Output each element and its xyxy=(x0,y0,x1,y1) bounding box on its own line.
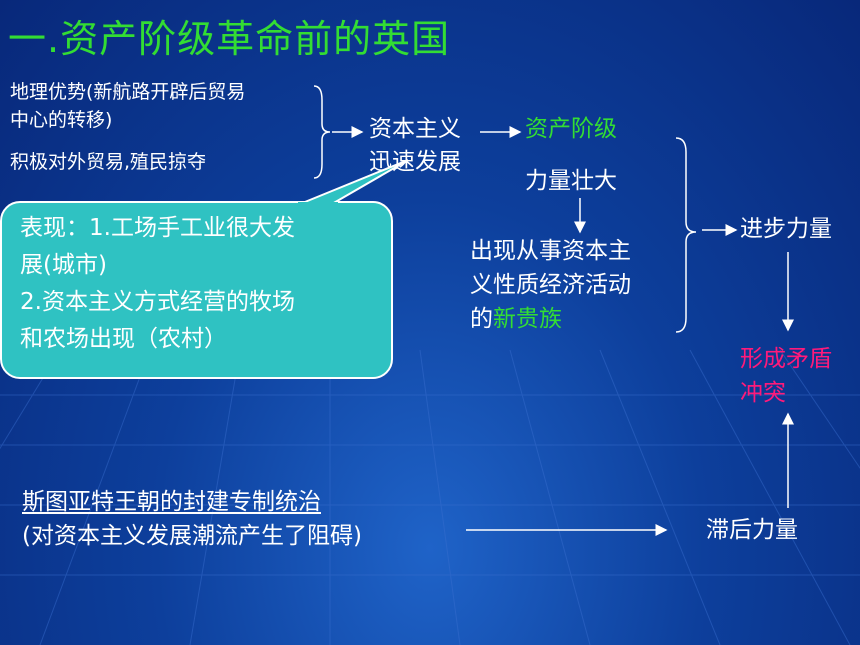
callout-line2: 展(城市) xyxy=(20,252,107,278)
progressive-force: 进步力量 xyxy=(740,216,832,242)
bourgeoisie-label: 资产阶级 xyxy=(525,116,617,142)
conflict-line1: 形成矛盾 xyxy=(740,346,832,372)
conflict-line2: 冲突 xyxy=(740,380,786,406)
page-title: 一.资产阶级革命前的英国 xyxy=(8,17,451,61)
grow-strong-label: 力量壮大 xyxy=(525,168,617,194)
backward-force: 滞后力量 xyxy=(706,517,798,543)
callout-text: 表现：1.工场手工业很大发 展(城市) 2.资本主义方式经营的牧场 和农场出现（… xyxy=(20,210,295,358)
result-line1: 资本主义 xyxy=(369,116,461,142)
callout-line4: 和农场出现（农村） xyxy=(20,326,227,352)
stuart-rule: 斯图亚特王朝的封建专制统治 xyxy=(22,489,321,515)
new-nobles-line2: 义性质经济活动 xyxy=(470,272,631,298)
factor-geography-line1: 地理优势(新航路开辟后贸易 xyxy=(10,81,246,103)
new-nobles-highlight: 新贵族 xyxy=(493,306,562,332)
factor-geography-line2: 中心的转移) xyxy=(10,109,113,131)
new-nobles-prefix: 的 xyxy=(470,306,493,332)
result-line2: 迅速发展 xyxy=(369,149,461,175)
callout-line3: 2.资本主义方式经营的牧场 xyxy=(20,289,295,315)
callout-box xyxy=(0,201,393,379)
stuart-rule-note: (对资本主义发展潮流产生了阻碍) xyxy=(22,523,362,549)
callout-line1: 表现：1.工场手工业很大发 xyxy=(20,215,295,241)
factor-trade: 积极对外贸易,殖民掠夺 xyxy=(10,151,207,173)
new-nobles-line1: 出现从事资本主 xyxy=(470,238,631,264)
new-nobles-line3: 的新贵族 xyxy=(470,302,562,336)
